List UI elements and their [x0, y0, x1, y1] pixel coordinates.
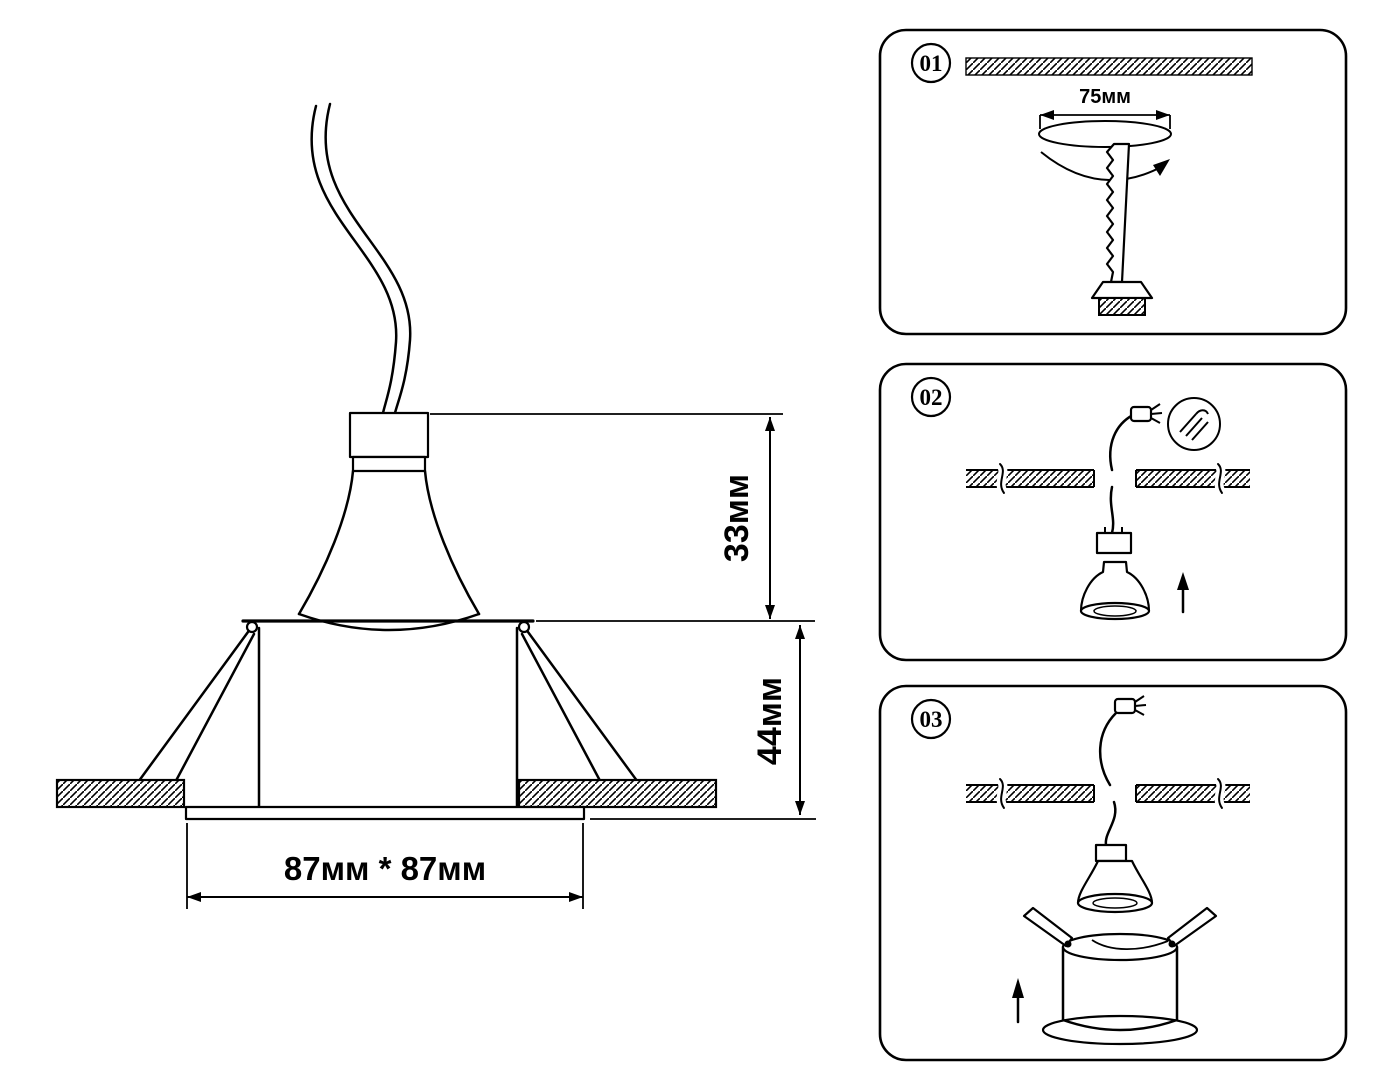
dimension-body-height: 44мм — [590, 625, 816, 820]
ceiling-section-right — [517, 778, 718, 809]
mounting-can — [257, 626, 519, 808]
arrow-up — [765, 417, 775, 431]
supply-wire — [1099, 711, 1118, 847]
push-up-arrow — [1012, 978, 1024, 1024]
saw-blade — [1105, 142, 1131, 284]
lamp-socket — [1095, 531, 1133, 555]
arrow-left — [1040, 110, 1054, 120]
dimension-recess-height: 33мм — [430, 413, 815, 622]
pivot-right — [517, 620, 531, 634]
cut-hole-ellipse — [1038, 120, 1172, 148]
dim-44mm-label: 44мм — [751, 677, 789, 765]
power-wire — [310, 102, 412, 415]
trim-flange — [184, 805, 586, 821]
fixture-body — [1022, 906, 1218, 1046]
dim-cutout-label: 87мм * 87мм — [284, 850, 486, 887]
saw-collar — [1090, 280, 1154, 300]
step-number: 03 — [920, 707, 943, 732]
spot-lamp — [1076, 843, 1154, 914]
arrow-down — [765, 605, 775, 619]
clip-screw-right — [1168, 940, 1176, 948]
spring-arm-right — [520, 630, 645, 797]
step-badge-03: 03 — [910, 698, 952, 740]
dim-33mm-label: 33мм — [718, 474, 756, 562]
step-number: 02 — [920, 385, 943, 410]
arrow-down — [795, 801, 805, 815]
step-card-02: 02 — [878, 362, 1348, 662]
dim-75mm-label: 75мм — [1079, 86, 1131, 108]
spring-clip-right — [1166, 906, 1218, 948]
ceiling-section — [966, 459, 1250, 498]
lamp-holder — [348, 411, 430, 473]
step-card-03: 03 — [878, 684, 1348, 1062]
spot-lamp — [1079, 560, 1151, 621]
ceiling-section — [966, 774, 1250, 813]
rotation-arrow — [1040, 151, 1170, 182]
wire-detail-magnifier — [1167, 397, 1221, 451]
main-drawing: 33мм 44мм 87мм * 87мм — [55, 102, 816, 909]
arrow-right — [569, 892, 583, 902]
clip-screw-left — [1064, 940, 1072, 948]
ceiling-section-left — [55, 778, 186, 809]
cable-drape — [1091, 939, 1169, 951]
wire-plug — [1113, 695, 1147, 716]
ceiling-hatch-band — [965, 57, 1253, 76]
arrow-up — [795, 625, 805, 639]
lamp-bell — [297, 469, 481, 632]
step-badge-01: 01 — [910, 42, 952, 84]
spring-clip-left — [1022, 906, 1074, 948]
supply-wire — [1109, 413, 1135, 535]
arrow-right — [1156, 110, 1170, 120]
step-card-01: 01 75мм — [878, 28, 1348, 336]
socket-contacts — [1104, 527, 1123, 533]
push-up-arrow — [1177, 572, 1189, 614]
hole-dimension-75mm: 75мм — [1039, 86, 1171, 129]
arrow-left — [187, 892, 201, 902]
spring-arm-left — [131, 630, 256, 797]
dimension-cutout: 87мм * 87мм — [186, 823, 584, 909]
wire-plug — [1129, 403, 1163, 424]
trim-ring — [241, 619, 535, 634]
step-number: 01 — [920, 51, 943, 76]
step-badge-02: 02 — [910, 376, 952, 418]
hole-saw — [1090, 142, 1154, 316]
saw-handle — [1098, 297, 1146, 316]
pivot-left — [245, 620, 259, 634]
